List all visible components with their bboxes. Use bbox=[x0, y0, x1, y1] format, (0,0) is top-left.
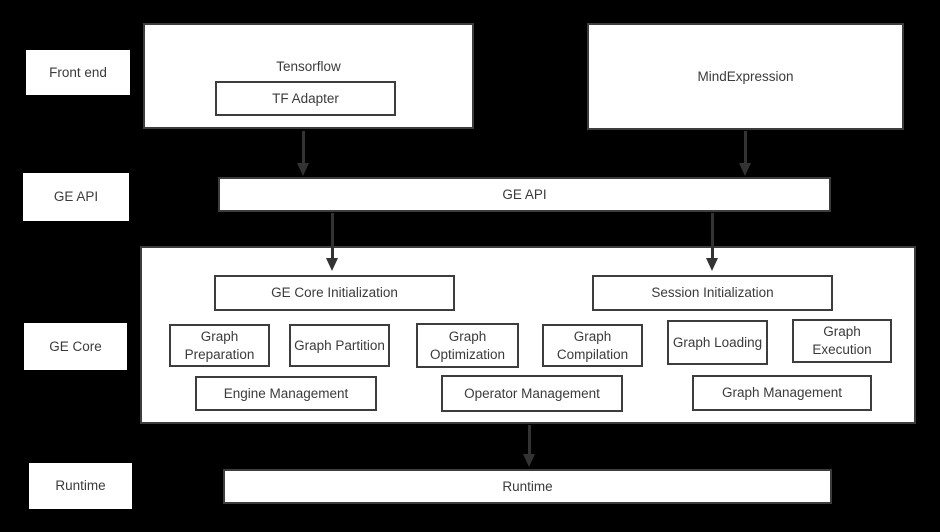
tf-adapter-box: TF Adapter bbox=[215, 81, 396, 116]
arrow-ge-api-to-ge-core-initialization bbox=[326, 213, 338, 271]
session-initialization-box: Session Initialization bbox=[592, 275, 833, 311]
arrow-ge-api-to-session-initialization bbox=[706, 213, 718, 271]
mindexpression-box: MindExpression bbox=[587, 23, 904, 130]
layer-label-ge-api-text: GE API bbox=[53, 189, 99, 204]
engine-management-label: Engine Management bbox=[223, 385, 349, 401]
graph-loading-box: Graph Loading bbox=[667, 320, 768, 365]
layer-label-ge-api: GE API bbox=[23, 173, 129, 221]
graph-loading-label: Graph Loading bbox=[672, 334, 763, 350]
graph-management-label: Graph Management bbox=[721, 385, 843, 400]
arrow-head-icon bbox=[326, 258, 338, 271]
layer-label-front-end-text: Front end bbox=[49, 64, 107, 80]
arrow-mindexpression-to-ge-api bbox=[739, 131, 751, 176]
arrow-shaft bbox=[710, 213, 714, 258]
runtime-bar: Runtime bbox=[223, 469, 832, 504]
graph-management-box: Graph Management bbox=[692, 375, 872, 411]
ge-core-box: GE Core Initialization Session Initializ… bbox=[140, 246, 916, 424]
tensorflow-label: Tensorflow bbox=[276, 59, 341, 74]
arrow-ge-core-to-runtime bbox=[523, 425, 535, 467]
layer-label-ge-core-text: GE Core bbox=[49, 338, 102, 354]
operator-management-box: Operator Management bbox=[441, 375, 623, 412]
mindexpression-label: MindExpression bbox=[697, 68, 794, 84]
engine-management-box: Engine Management bbox=[195, 376, 377, 411]
graph-preparation-box: Graph Preparation bbox=[169, 324, 270, 367]
layer-label-ge-core: GE Core bbox=[24, 323, 127, 370]
graph-execution-label: Graph Execution bbox=[812, 324, 872, 357]
session-initialization-label: Session Initialization bbox=[651, 285, 774, 300]
graph-compilation-label: Graph Compilation bbox=[556, 328, 629, 362]
operator-management-label: Operator Management bbox=[464, 385, 600, 401]
graph-compilation-box: Graph Compilation bbox=[542, 324, 643, 367]
layer-label-front-end: Front end bbox=[26, 50, 130, 95]
arrow-shaft bbox=[301, 131, 305, 163]
ge-api-bar: GE API bbox=[218, 177, 831, 212]
arrow-head-icon bbox=[297, 163, 309, 176]
graph-execution-box: Graph Execution bbox=[792, 319, 892, 363]
layer-label-runtime-text: Runtime bbox=[55, 478, 106, 493]
tf-adapter-label: TF Adapter bbox=[272, 90, 339, 106]
arrow-head-icon bbox=[523, 454, 535, 467]
tensorflow-box: Tensorflow TF Adapter bbox=[143, 23, 474, 129]
graph-preparation-label: Graph Preparation bbox=[184, 328, 255, 362]
ge-api-bar-label: GE API bbox=[502, 186, 547, 202]
arrow-head-icon bbox=[739, 163, 751, 176]
graph-optimization-label: Graph Optimization bbox=[429, 328, 506, 362]
arrow-head-icon bbox=[706, 258, 718, 271]
ge-core-initialization-label: GE Core Initialization bbox=[271, 285, 398, 300]
arrow-shaft bbox=[330, 213, 334, 258]
graph-optimization-box: Graph Optimization bbox=[416, 323, 519, 368]
graph-partition-label: Graph Partition bbox=[294, 337, 385, 353]
layer-label-runtime: Runtime bbox=[29, 463, 132, 509]
ge-core-initialization-box: GE Core Initialization bbox=[214, 275, 455, 311]
arrow-tf-adapter-to-ge-api bbox=[297, 131, 309, 176]
arrow-shaft bbox=[743, 131, 747, 163]
graph-partition-box: Graph Partition bbox=[289, 324, 390, 367]
runtime-bar-label: Runtime bbox=[502, 478, 553, 494]
arrow-shaft bbox=[527, 425, 531, 454]
